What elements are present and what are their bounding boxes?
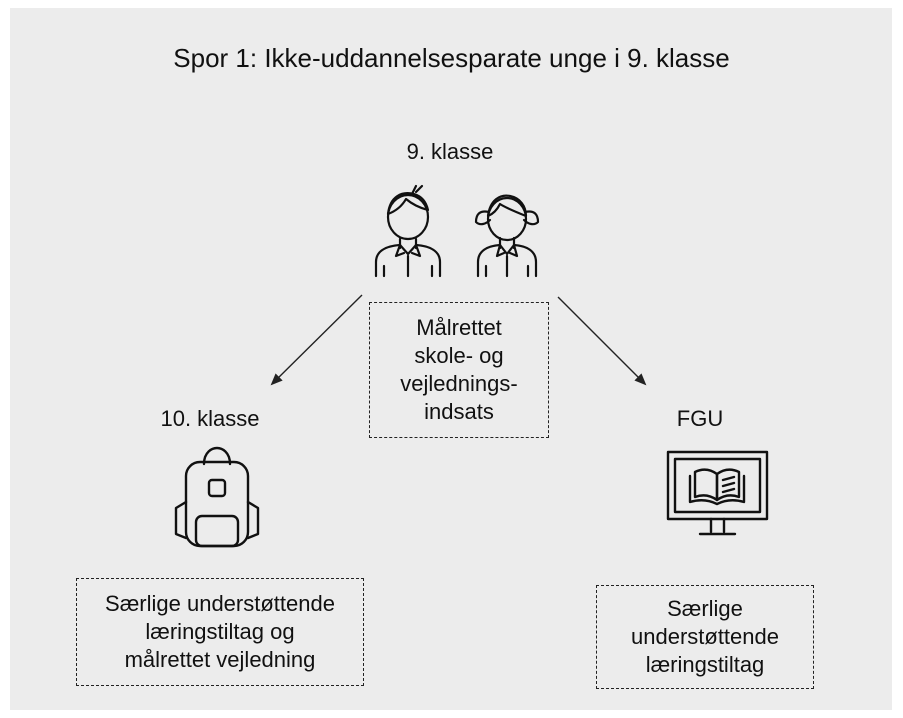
box-line: læringstiltag — [645, 652, 765, 677]
girl-student-icon — [474, 194, 540, 278]
backpack-icon — [174, 446, 260, 548]
box-line: vejlednings- — [400, 371, 518, 396]
box-line: understøttende — [631, 624, 779, 649]
computer-book-icon — [666, 450, 769, 536]
box-line: skole- og — [414, 343, 504, 368]
arrow-to-fgu — [557, 296, 647, 386]
node-label-fgu: FGU — [676, 406, 724, 431]
diagram-title: Spor 1: Ikke-uddannelsesparate unge i 9.… — [173, 43, 730, 73]
arrow-to-10-klasse — [270, 294, 363, 386]
box-line: indsats — [424, 399, 494, 424]
box-fgu-tiltag: Særlige understøttende læringstiltag — [596, 585, 814, 689]
node-label-9-klasse: 9. klasse — [406, 139, 494, 164]
box-line: målrettet vejledning — [124, 647, 316, 672]
diagram-canvas — [10, 8, 892, 710]
box-line: Særlige — [667, 596, 743, 621]
box-line: Særlige understøttende — [105, 591, 335, 616]
boy-student-icon — [374, 184, 442, 278]
node-label-10-klasse: 10. klasse — [160, 406, 260, 431]
box-line: Målrettet — [416, 315, 502, 340]
box-line: læringstiltag og — [145, 619, 295, 644]
box-10-klasse-tiltag: Særlige understøttende læringstiltag og … — [76, 578, 364, 686]
box-maalrettet-indsats: Målrettet skole- og vejlednings- indsats — [369, 302, 549, 438]
